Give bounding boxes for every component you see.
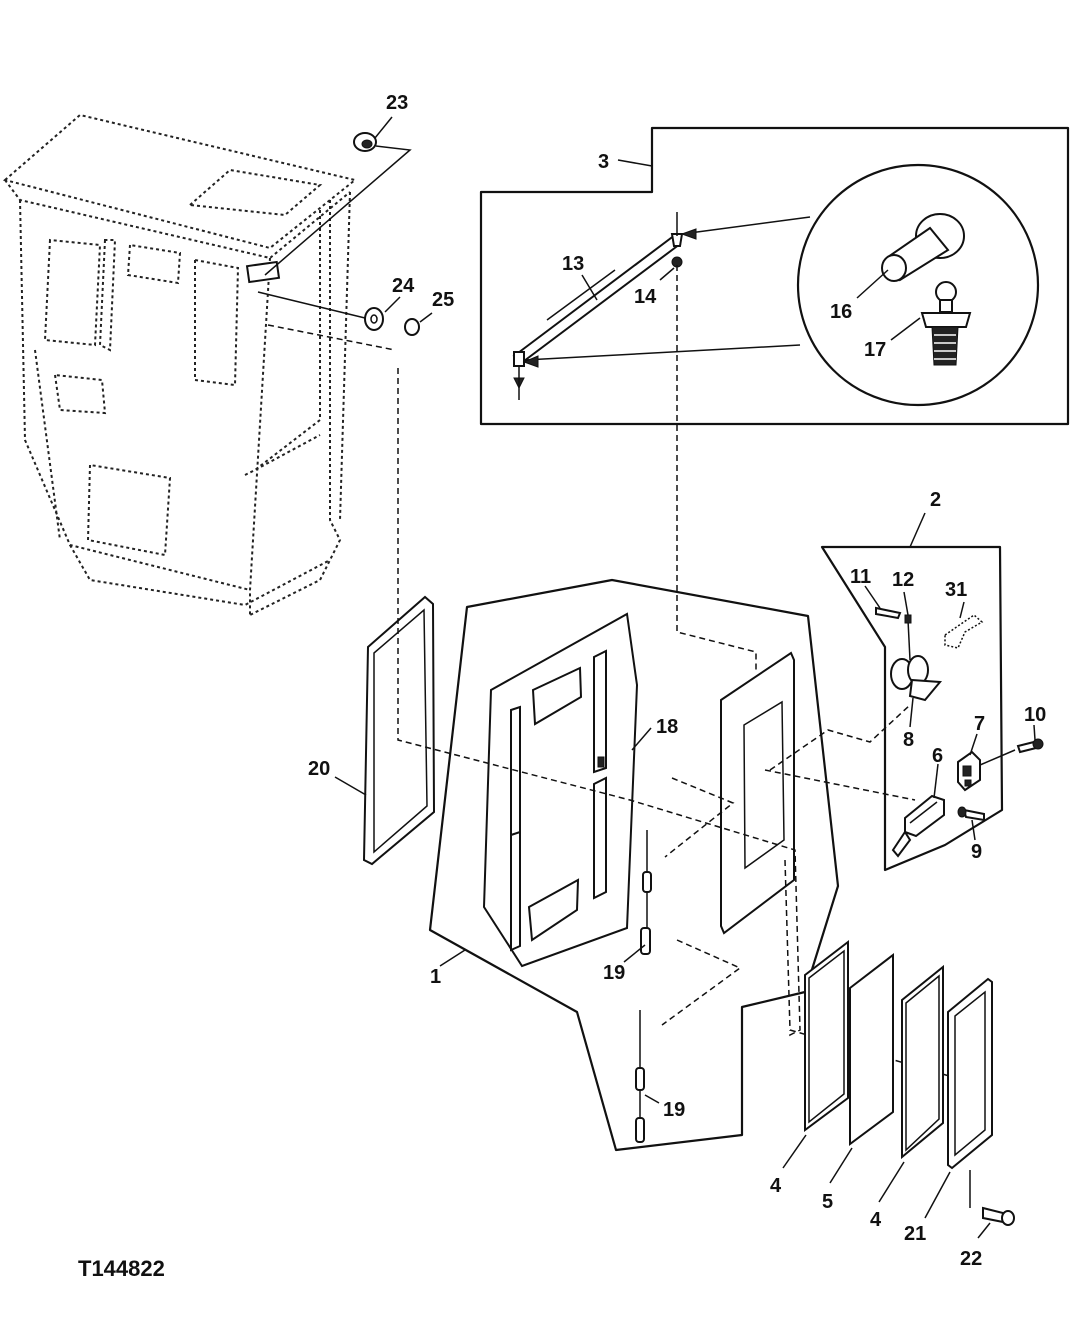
door-glass-panel xyxy=(720,651,795,935)
seal-20 xyxy=(362,595,436,866)
figure-id: T144822 xyxy=(78,1256,165,1281)
callout-17: 17 xyxy=(864,339,886,361)
callout-16: 16 xyxy=(830,301,852,323)
latch-rod-19-lower xyxy=(635,1010,645,1143)
callout-3: 3 xyxy=(598,151,609,173)
door-panel-1 xyxy=(428,578,840,1152)
callout-12: 12 xyxy=(892,569,914,591)
catch-8 xyxy=(890,655,943,702)
callout-31: 31 xyxy=(945,579,967,601)
callout-13: 13 xyxy=(562,253,584,275)
callout-4-right: 4 xyxy=(870,1209,882,1231)
pin-16 xyxy=(881,213,965,282)
leader-lines xyxy=(334,116,1036,1239)
callout-4-left: 4 xyxy=(770,1175,782,1197)
callout-2: 2 xyxy=(930,489,941,511)
screw-9 xyxy=(957,806,985,822)
washer-24 xyxy=(364,307,384,331)
glass-5 xyxy=(849,952,894,1146)
callout-24: 24 xyxy=(392,275,415,297)
gasket-4-right xyxy=(901,964,944,1160)
handle-6 xyxy=(891,794,945,858)
nut-25 xyxy=(404,318,420,336)
callout-18: 18 xyxy=(656,716,678,738)
callout-5: 5 xyxy=(822,1191,833,1213)
callout-8: 8 xyxy=(903,729,914,751)
screw-22 xyxy=(969,1170,1015,1226)
inset-3 xyxy=(479,126,1070,426)
callout-10: 10 xyxy=(1024,704,1046,726)
callout-6: 6 xyxy=(932,745,943,767)
screw-10 xyxy=(1016,738,1044,754)
bolt-11 xyxy=(875,606,902,620)
callout-7: 7 xyxy=(974,713,985,735)
callout-25: 25 xyxy=(432,289,454,311)
gasket-4-left xyxy=(804,939,849,1132)
latch-7 xyxy=(957,750,981,792)
cab-assembly xyxy=(2,113,358,616)
latch-rod-19-upper xyxy=(640,830,652,955)
frame-21 xyxy=(947,977,993,1170)
callout-23: 23 xyxy=(386,92,408,114)
callout-20: 20 xyxy=(308,758,330,780)
nut-23 xyxy=(353,132,377,152)
callout-1: 1 xyxy=(430,966,441,988)
callout-11: 11 xyxy=(850,566,871,588)
ball-stud-17 xyxy=(920,281,972,366)
callout-19-lower: 19 xyxy=(663,1099,685,1121)
callout-14: 14 xyxy=(634,286,657,308)
callout-labels: 1 2 3 4 5 4 6 7 8 9 10 11 12 13 14 16 17… xyxy=(308,92,1046,1270)
callout-22: 22 xyxy=(960,1248,982,1270)
door-frame-18 xyxy=(482,612,639,968)
callout-19-upper: 19 xyxy=(603,962,625,984)
bracket-31 xyxy=(944,614,984,649)
inset-2 xyxy=(820,545,1004,872)
callout-9: 9 xyxy=(971,841,982,863)
callout-21: 21 xyxy=(904,1223,926,1245)
